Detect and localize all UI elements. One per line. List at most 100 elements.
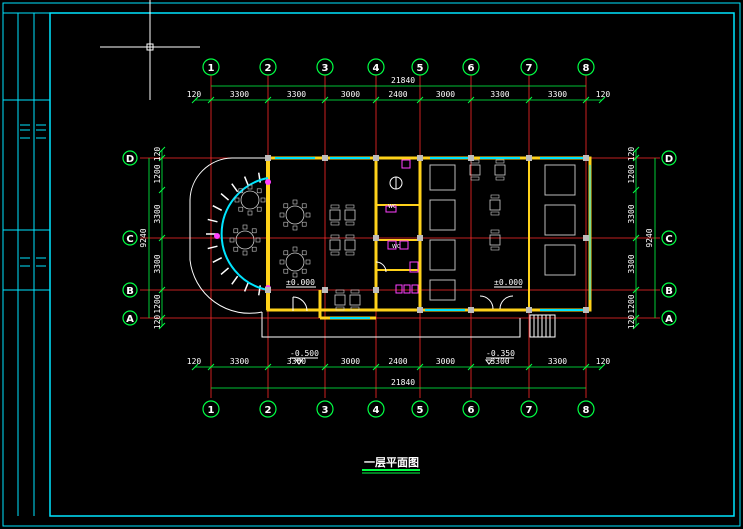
elevation-main: ±0.000 — [286, 278, 315, 287]
dimension-label: 3300 — [287, 90, 306, 99]
axis-label-column: 3 — [322, 405, 329, 416]
overall-dimension-top: 21840 — [391, 76, 415, 85]
window-fin — [207, 245, 218, 250]
dimension-label: 120 — [153, 315, 162, 330]
axis-label-row: D — [665, 154, 673, 165]
axis-label-column: 5 — [417, 405, 424, 416]
axis-label-column: 7 — [526, 63, 533, 74]
axis-label-column: 3 — [322, 63, 329, 74]
axis-bubble-column — [202, 400, 220, 418]
axis-label-row: C — [126, 234, 133, 245]
wc-fixtures — [385, 159, 419, 294]
dimension-label: 120 — [153, 147, 162, 162]
column-marker — [583, 235, 589, 241]
axis-label-column: 6 — [468, 63, 475, 74]
dimension-chains: 120 3300 3300 3000 2400 3000 3300 3300 120 120 330… — [139, 85, 656, 389]
elevation-outside-left: -0.500 — [290, 349, 319, 358]
dining-tables — [329, 159, 506, 311]
axis-label-column: 5 — [417, 63, 424, 74]
axis-label-row: B — [665, 286, 673, 297]
elevation-outside-right: -0.350 — [486, 349, 515, 358]
dimension-label: 2400 — [388, 90, 407, 99]
column-marker — [417, 307, 423, 313]
elevation-right-room: ±0.000 — [494, 278, 523, 287]
axis-bubble-column — [367, 400, 385, 418]
column-marker — [265, 155, 271, 161]
dimension-label: 3300 — [548, 357, 567, 366]
axis-label-row: A — [665, 314, 673, 325]
axis-bubble-column — [577, 400, 595, 418]
window-fin — [207, 218, 218, 223]
crosshair-cursor-icon — [100, 0, 200, 100]
dimension-label: 3000 — [436, 357, 455, 366]
column-marker — [265, 287, 271, 293]
axis-bubble-column — [411, 58, 429, 76]
dimension-label: 1200 — [153, 294, 162, 313]
dimension-label: 120 — [187, 90, 202, 99]
axis-bubble-column — [259, 400, 277, 418]
axis-bubble-row — [122, 150, 138, 166]
room-wc-1: WC — [388, 204, 397, 210]
axis-label-column: 1 — [208, 63, 215, 74]
curved-glazing — [220, 177, 269, 291]
column-marker — [373, 155, 379, 161]
axis-bubble-column — [316, 400, 334, 418]
dimension-label: 1200 — [627, 164, 636, 183]
axis-label-column: 4 — [373, 63, 380, 74]
dimension-label: 3300 — [490, 357, 509, 366]
drawing-title-text: 一层平面图 — [364, 456, 419, 469]
dimension-label: 3300 — [627, 204, 636, 223]
column-marker — [468, 307, 474, 313]
column-marker — [322, 155, 328, 161]
dimension-label: 2400 — [388, 357, 407, 366]
room-wc-2: WC — [392, 244, 401, 250]
axis-label-column: 2 — [265, 405, 272, 416]
axis-bubble-row — [661, 150, 677, 166]
dimension-label: 120 — [596, 90, 611, 99]
column-marker — [583, 155, 589, 161]
dimension-label: 3000 — [341, 90, 360, 99]
axis-bubble-column — [367, 58, 385, 76]
structural-columns — [265, 155, 589, 313]
window-fin — [231, 275, 239, 285]
building-walls — [189, 156, 592, 338]
axis-label-row: D — [126, 154, 134, 165]
axis-bubble-column — [316, 58, 334, 76]
axis-bubble-column — [462, 400, 480, 418]
round-tables — [229, 184, 311, 278]
column-marker — [417, 155, 423, 161]
axis-bubble-row — [661, 282, 677, 298]
axis-label-column: 7 — [526, 405, 533, 416]
dimension-label: 3300 — [230, 357, 249, 366]
axis-bubble-row — [122, 310, 138, 326]
annotations: ±0.000 ±0.000 -0.500 -0.350 WC WC — [286, 204, 523, 365]
doors — [292, 261, 514, 312]
column-marker — [373, 235, 379, 241]
column-marker — [526, 155, 532, 161]
curved-window-fins — [206, 172, 271, 296]
window-fin — [231, 183, 239, 193]
window-fin — [243, 176, 250, 187]
dimension-label: 3000 — [341, 357, 360, 366]
column-marker — [322, 287, 328, 293]
window-fin — [212, 205, 223, 211]
axis-label-row: A — [126, 314, 134, 325]
dimension-total: 9240 — [645, 228, 654, 247]
dimension-label: 3300 — [490, 90, 509, 99]
drawing-title: 一层平面图 — [362, 456, 420, 474]
dimension-label: 120 — [627, 147, 636, 162]
dimension-label: 120 — [187, 357, 202, 366]
axis-bubble-row — [122, 282, 138, 298]
axis-bubble-column — [259, 58, 277, 76]
axis-label-column: 1 — [208, 405, 215, 416]
axis-bubble-column — [202, 58, 220, 76]
dimension-label: 3300 — [153, 204, 162, 223]
window-fin — [220, 192, 230, 201]
window-fin — [220, 267, 230, 276]
axis-bubble-column — [462, 58, 480, 76]
booth-seating — [429, 164, 576, 301]
column-marker — [417, 235, 423, 241]
